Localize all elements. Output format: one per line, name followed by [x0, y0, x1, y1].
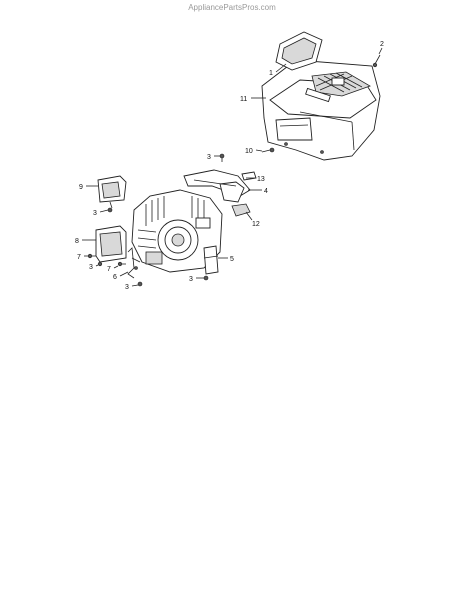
callout-2: 2 [380, 41, 384, 48]
screw-icon [117, 261, 126, 267]
watermark: AppliancePartsPros.com [188, 3, 276, 12]
callout-3: 3 [125, 284, 129, 291]
screw-icon [261, 147, 275, 153]
baffle-icon [95, 225, 127, 263]
screw-icon [107, 207, 113, 213]
screw-icon [97, 261, 103, 267]
callout-3: 3 [207, 154, 211, 161]
callout-5: 5 [230, 256, 234, 263]
air-guide-icon [183, 169, 251, 203]
callout-3: 3 [93, 210, 97, 217]
callout-3: 3 [89, 264, 93, 271]
callout-12: 12 [252, 221, 260, 228]
screw-icon [372, 54, 381, 68]
baffle-icon [97, 175, 127, 209]
callout-3: 3 [189, 276, 193, 283]
screw-icon [203, 275, 209, 281]
callout-7: 7 [77, 254, 81, 261]
callout-9: 9 [79, 184, 83, 191]
callout-13: 13 [257, 176, 265, 183]
callout-10: 10 [245, 148, 253, 155]
screw-icon [87, 253, 96, 259]
bracket-icon [203, 245, 219, 275]
callout-6: 6 [113, 274, 117, 281]
blower-housing-icon [261, 59, 381, 161]
callout-4: 4 [264, 188, 268, 195]
screw-icon [219, 153, 225, 162]
callout-11: 11 [240, 96, 247, 103]
screw-icon [137, 281, 143, 287]
leader-lines [82, 47, 383, 287]
engine-block-icon [131, 189, 223, 273]
callout-7: 7 [107, 266, 111, 273]
air-guide-icon [275, 31, 323, 71]
callout-1: 1 [269, 70, 273, 77]
bracket-icon [127, 247, 141, 279]
callout-8: 8 [75, 238, 79, 245]
